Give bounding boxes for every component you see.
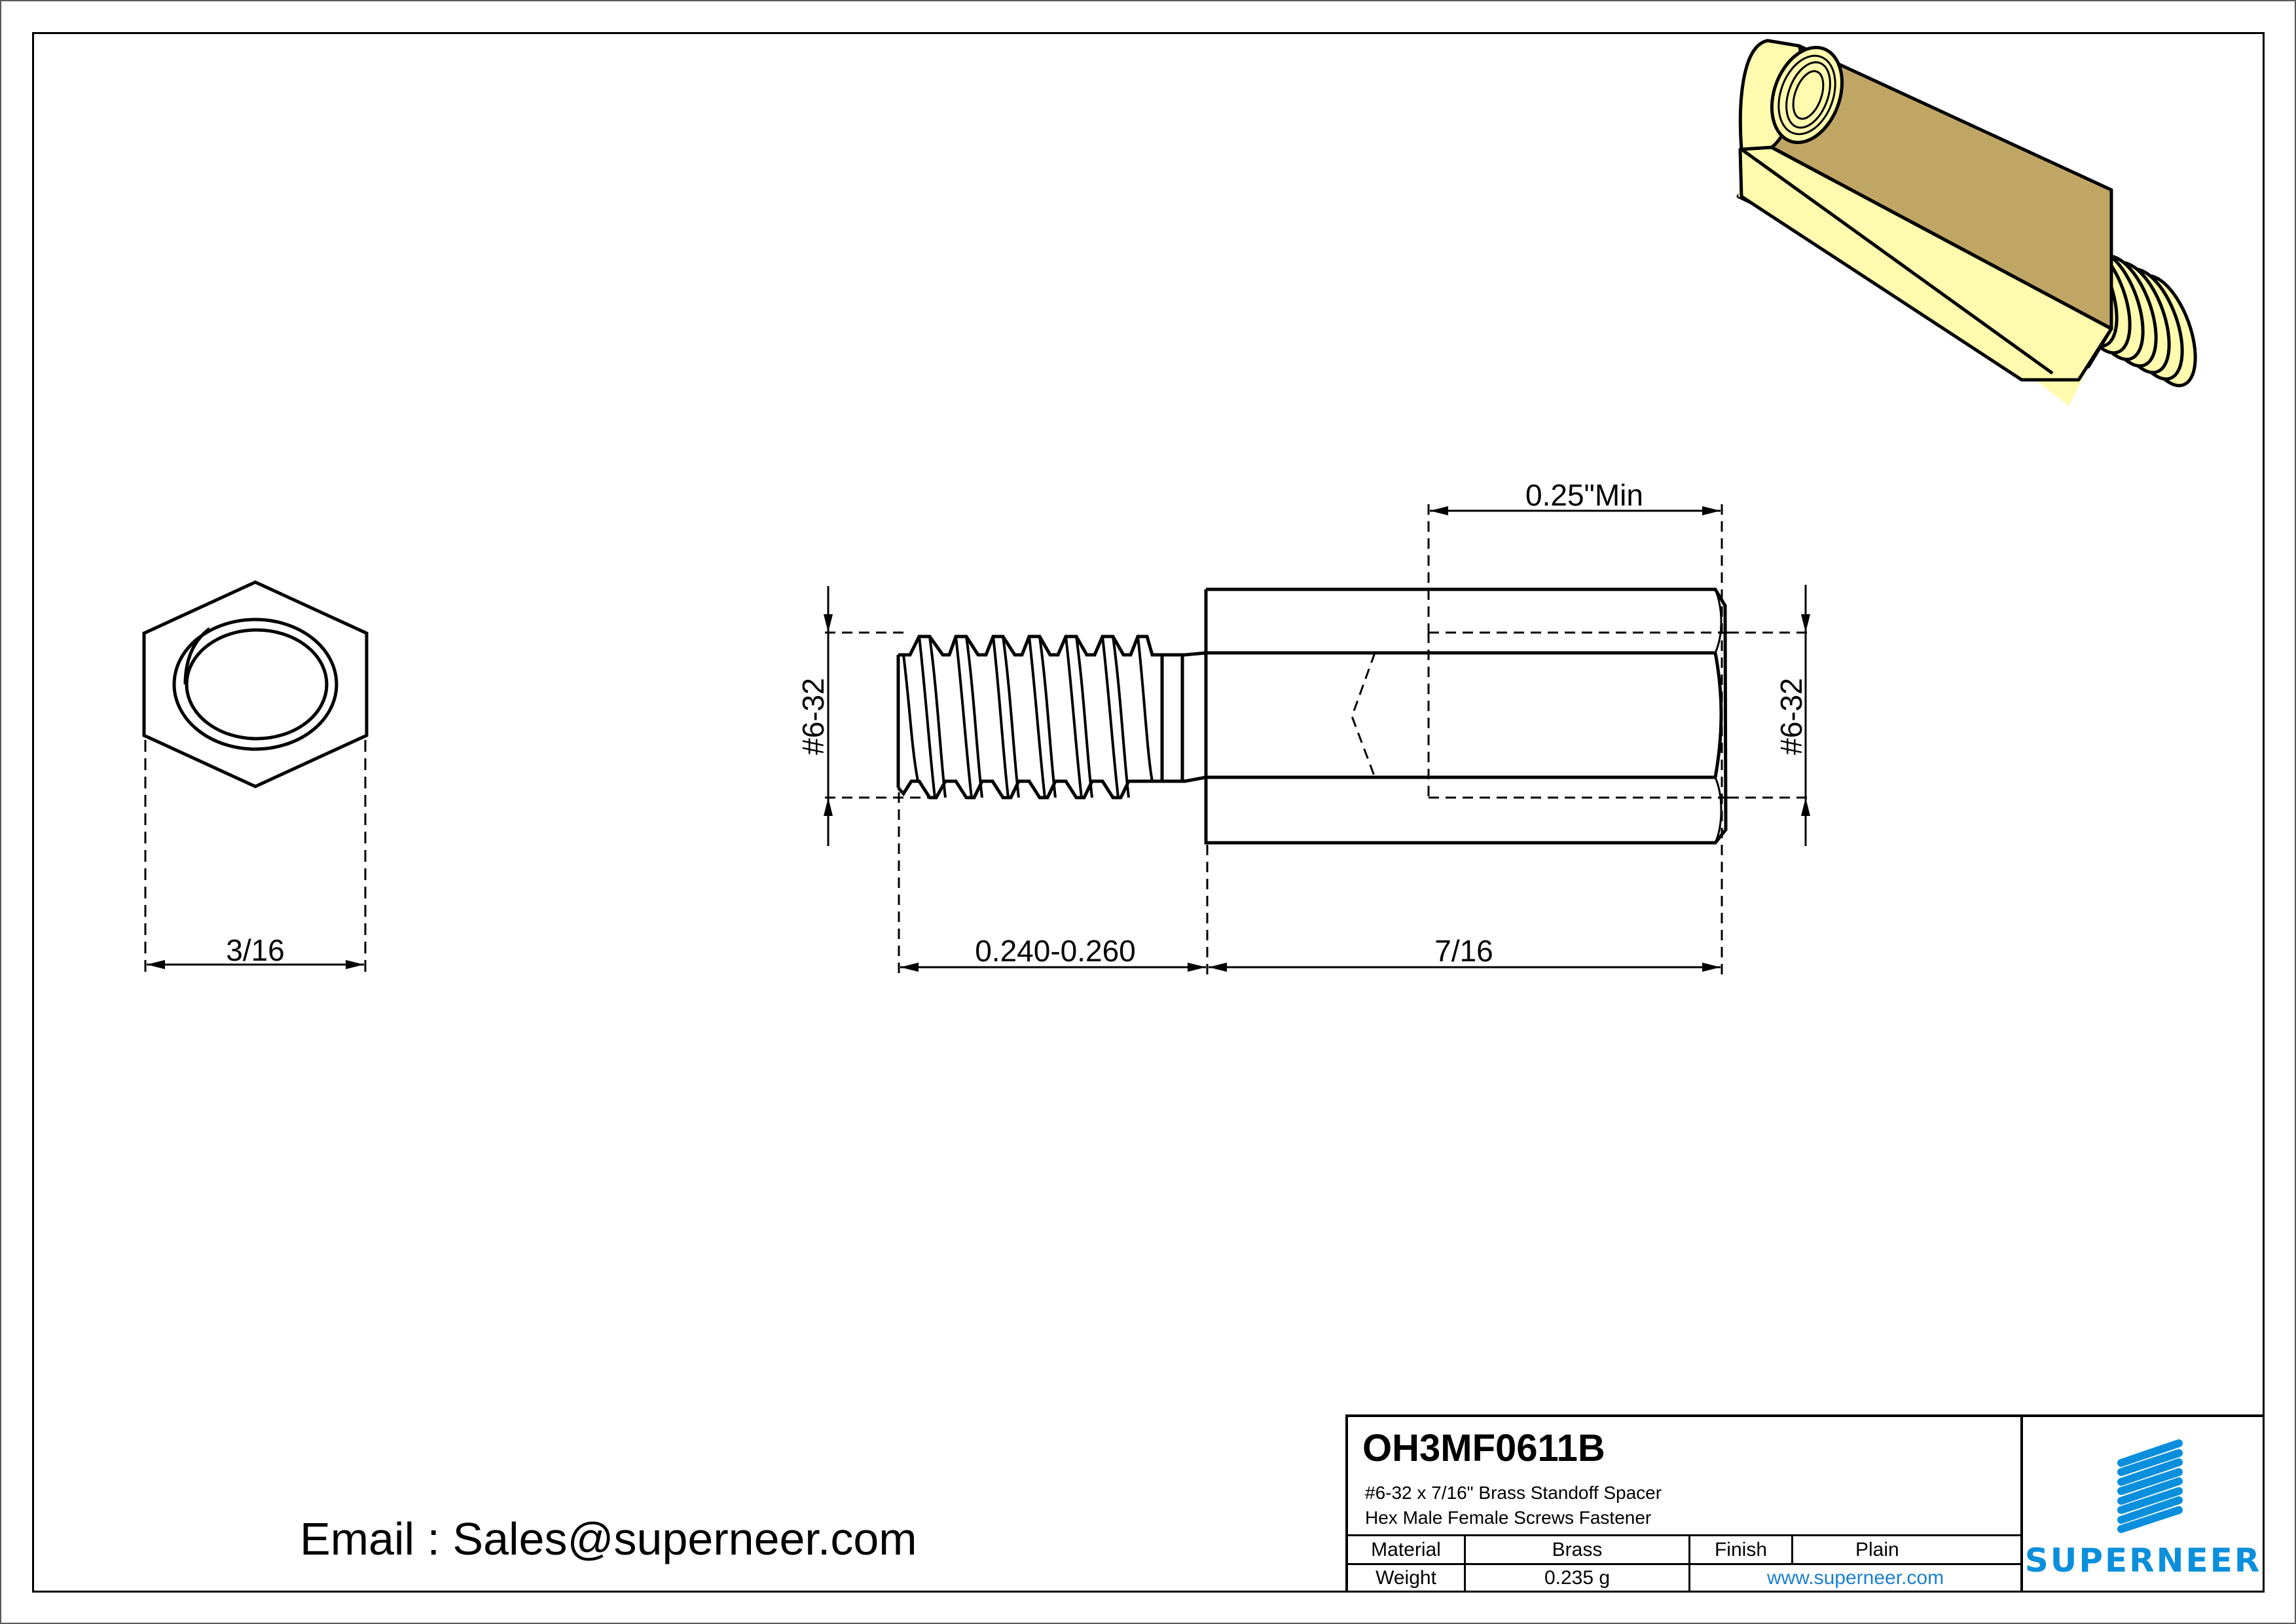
part-number: OH3MF0611B	[1362, 1427, 1605, 1469]
weight-row: Weight 0.235 g www.superneer.com	[1348, 1563, 2020, 1591]
description-line-1: #6-32 x 7/16" Brass Standoff Spacer	[1365, 1483, 1662, 1503]
title-block-info: OH3MF0611B #6-32 x 7/16" Brass Standoff …	[1348, 1417, 2023, 1591]
female-thread-label: #6-32	[1774, 678, 1808, 755]
body-length-label: 7/16	[1434, 934, 1493, 968]
weight-label: Weight	[1348, 1565, 1466, 1591]
website-link[interactable]: www.superneer.com	[1766, 1567, 1944, 1589]
end-view-dimension	[144, 740, 367, 972]
thread-depth-label: 0.25"Min	[1525, 478, 1643, 512]
internal-thread-hidden	[1351, 631, 1728, 799]
material-finish-row: Material Brass Finish Plain	[1348, 1534, 2020, 1563]
contact-email: Email : Sales@superneer.com	[300, 1513, 917, 1564]
thread-depth-dimension	[1427, 504, 1723, 976]
thread-helix-lines	[902, 636, 1154, 798]
width-dimension-label: 3/16	[226, 933, 285, 967]
end-view	[142, 580, 369, 788]
female-thread-dimension	[1728, 585, 1813, 846]
material-value: Brass	[1466, 1536, 1690, 1563]
length-dimensions	[898, 792, 1721, 976]
drawing-frame	[32, 32, 2265, 1593]
hex-body	[1204, 587, 1728, 845]
weight-value: 0.235 g	[1466, 1565, 1690, 1591]
male-thread-dimension	[824, 586, 930, 846]
brand-name: SUPERNEER	[2024, 1541, 2262, 1579]
finish-label: Finish	[1690, 1536, 1793, 1563]
material-label: Material	[1348, 1536, 1466, 1563]
brand-logo: SUPERNEER	[2023, 1417, 2263, 1591]
male-thread-label: #6-32	[796, 678, 830, 755]
isometric-render	[1736, 39, 2197, 406]
description-line-2: Hex Male Female Screws Fastener	[1365, 1507, 1652, 1528]
male-length-label: 0.240-0.260	[975, 934, 1136, 968]
title-block: OH3MF0611B #6-32 x 7/16" Brass Standoff …	[1345, 1414, 2263, 1591]
finish-value: Plain	[1855, 1538, 1899, 1560]
logo-stripes-icon	[2117, 1439, 2183, 1533]
